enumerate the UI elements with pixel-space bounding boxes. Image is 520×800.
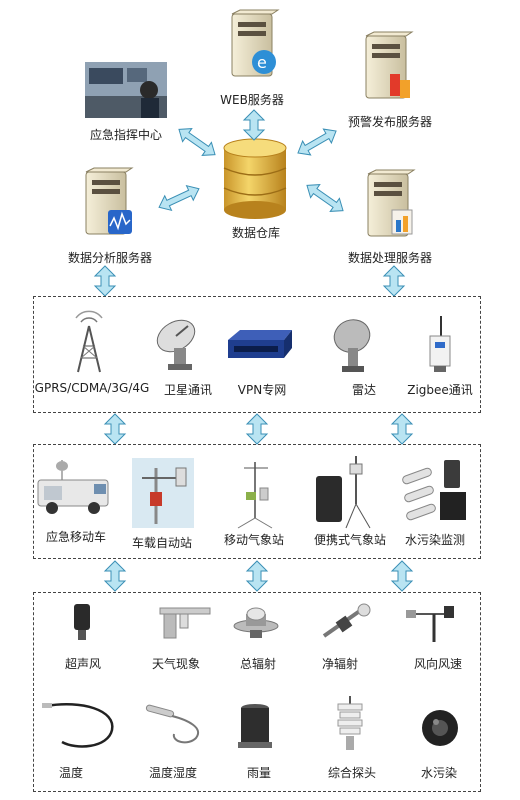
- station-label-0: 应急移动车: [45, 530, 107, 544]
- analysis-server-icon: [85, 167, 134, 235]
- combined-probe-icon: [337, 696, 363, 750]
- arrow-analysis-network: [93, 265, 117, 297]
- network-label-2: VPN专网: [237, 383, 287, 397]
- cell-tower-icon: [75, 310, 103, 373]
- web-server-label: WEB服务器: [220, 93, 284, 107]
- sensor-layer-box: [33, 592, 481, 792]
- sensor1-label-1: 天气现象: [151, 657, 201, 671]
- station-label-4: 水污染监测: [404, 533, 466, 547]
- sensor2-label-1: 温度湿度: [148, 766, 198, 780]
- network-label-3: 雷达: [351, 383, 377, 397]
- network-label-1: 卫星通讯: [163, 383, 213, 397]
- sensor1-label-3: 净辐射: [321, 657, 359, 671]
- arrow-processing-warehouse: [306, 183, 344, 213]
- arrow-analysis-warehouse: [158, 184, 200, 212]
- temperature-probe-icon: [42, 703, 114, 748]
- sensor2-label-4: 水污染: [420, 766, 458, 780]
- zigbee-module-icon: [429, 316, 451, 372]
- total-radiation-icon: [233, 607, 279, 638]
- svg-text:e: e: [257, 53, 267, 72]
- analysis-server-label: 数据分析服务器: [67, 251, 153, 265]
- arrow-web-warehouse: [242, 109, 266, 141]
- humidity-probe-icon: [145, 704, 199, 744]
- radar-icon: [333, 319, 371, 372]
- station-layer-box: [33, 444, 481, 559]
- network-label-0: GPRS/CDMA/3G/4G: [34, 381, 150, 395]
- arrow-warning-warehouse: [297, 128, 337, 156]
- sensor2-label-0: 温度: [58, 766, 84, 780]
- command-center-photo: [85, 62, 167, 118]
- processing-server-label: 数据处理服务器: [347, 251, 433, 265]
- router-icon: [228, 330, 292, 358]
- wind-vane-icon: [406, 606, 454, 642]
- warehouse-label: 数据仓库: [231, 226, 281, 240]
- ultrasonic-wind-icon: [74, 604, 90, 640]
- arrow-network-stations-mid: [245, 413, 269, 445]
- data-warehouse-icon: [223, 138, 287, 219]
- network-layer-box: [33, 296, 481, 413]
- arrow-network-stations-right: [390, 413, 414, 445]
- warning-server-label: 预警发布服务器: [347, 115, 433, 129]
- station-label-3: 便携式气象站: [313, 533, 387, 547]
- web-server-icon: e: [231, 9, 280, 77]
- weather-station-icon: [237, 462, 273, 529]
- weather-phenomenon-icon: [159, 607, 211, 639]
- processing-server-icon: [367, 169, 416, 237]
- arrow-center-warehouse: [178, 127, 216, 157]
- command-center-label: 应急指挥中心: [89, 128, 163, 142]
- water-monitor-icon: [402, 460, 466, 521]
- station-label-2: 移动气象站: [223, 533, 285, 547]
- satellite-dish-icon: [156, 319, 196, 370]
- arrow-network-stations-left: [103, 413, 127, 445]
- sensor2-label-2: 雨量: [246, 766, 272, 780]
- portable-station-icon: [316, 456, 371, 529]
- sensor1-label-4: 风向风速: [413, 657, 463, 671]
- net-radiation-icon: [322, 603, 371, 638]
- water-pollution-icon: [422, 710, 458, 746]
- rain-gauge-icon: [238, 704, 272, 748]
- sensor1-label-2: 总辐射: [239, 657, 277, 671]
- arrow-stations-sensors-left: [103, 560, 127, 592]
- warning-server-icon: [365, 31, 414, 99]
- vehicle-station-icon: [132, 458, 194, 528]
- station-label-1: 车载自动站: [131, 536, 193, 550]
- arrow-stations-sensors-mid: [245, 560, 269, 592]
- arrow-stations-sensors-right: [390, 560, 414, 592]
- sensor2-label-3: 综合探头: [327, 766, 377, 780]
- mobile-vehicle-icon: [37, 460, 109, 514]
- network-label-4: Zigbee通讯: [407, 383, 473, 397]
- sensor1-label-0: 超声风: [64, 657, 102, 671]
- arrow-processing-network: [382, 265, 406, 297]
